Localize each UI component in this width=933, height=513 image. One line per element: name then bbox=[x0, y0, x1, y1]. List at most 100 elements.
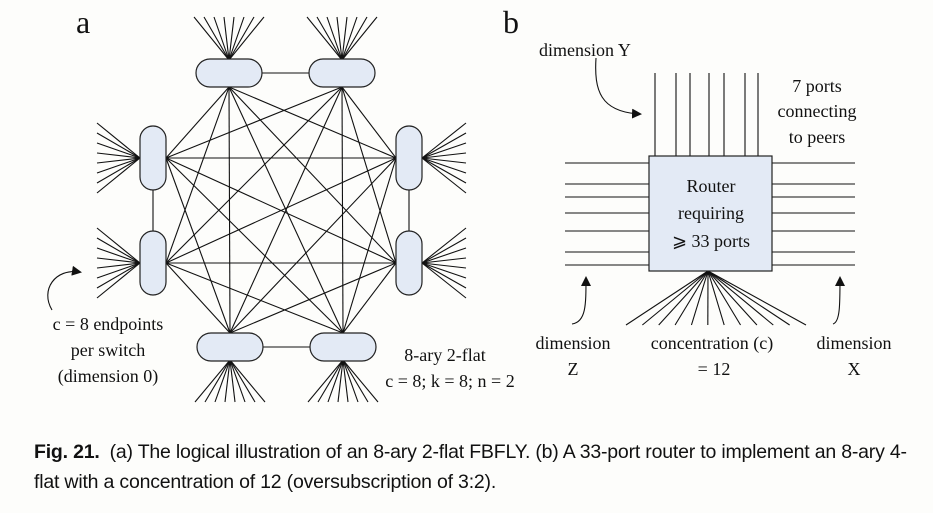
endpoint-link bbox=[316, 16, 343, 61]
endpoint-link bbox=[229, 359, 256, 403]
switch-link bbox=[165, 157, 344, 334]
endpoint-link bbox=[213, 16, 230, 61]
switch-link bbox=[165, 157, 231, 334]
concentration-label-line-1: concentration (c) bbox=[651, 333, 773, 354]
endpoint-link bbox=[96, 237, 141, 264]
network-label-line-2: c = 8; k = 8; n = 2 bbox=[385, 371, 514, 391]
switch-link bbox=[229, 262, 397, 334]
endpoint-link bbox=[223, 16, 230, 61]
endpoint-link bbox=[96, 262, 141, 289]
endpoint-link bbox=[193, 16, 230, 61]
endpoint-fans bbox=[96, 16, 467, 403]
switch-node bbox=[139, 125, 167, 191]
switch-node bbox=[395, 125, 423, 191]
switch-node bbox=[395, 230, 423, 296]
endpoints-label-line-3: (dimension 0) bbox=[58, 366, 159, 387]
endpoint-link bbox=[96, 122, 141, 159]
endpoint-link bbox=[421, 262, 467, 299]
switch-node bbox=[196, 332, 264, 362]
endpoint-link bbox=[96, 157, 141, 194]
switch-node bbox=[308, 58, 376, 88]
concentration-port bbox=[707, 270, 790, 326]
endpoint-link bbox=[341, 16, 368, 61]
peers-label-line-1: 7 ports bbox=[792, 76, 842, 96]
router-box bbox=[648, 155, 773, 272]
endpoint-link bbox=[421, 262, 467, 269]
endpoint-link bbox=[421, 152, 467, 159]
endpoint-link bbox=[421, 157, 467, 184]
endpoint-link bbox=[96, 157, 141, 184]
router-text-line-1: Router bbox=[687, 176, 736, 196]
endpoint-link bbox=[421, 262, 467, 289]
switch-link bbox=[165, 86, 230, 159]
endpoints-label-line-1: c = 8 endpoints bbox=[53, 314, 164, 334]
panel-b-label: b bbox=[503, 4, 519, 40]
endpoint-link bbox=[228, 16, 255, 61]
endpoint-link bbox=[204, 359, 231, 403]
switch-link bbox=[341, 86, 397, 159]
router-text-line-2: requiring bbox=[678, 203, 744, 223]
endpoint-link bbox=[96, 257, 141, 264]
endpoint-link bbox=[96, 142, 141, 159]
switch-link bbox=[165, 262, 231, 334]
endpoint-link bbox=[228, 16, 245, 61]
endpoints-label-line-2: per switch bbox=[71, 340, 145, 360]
panel-a-label: a bbox=[76, 4, 90, 40]
concentration-port bbox=[707, 270, 742, 326]
endpoint-link bbox=[421, 132, 467, 159]
dimension-z-label-line-1: dimension bbox=[536, 333, 611, 353]
figure-caption: Fig. 21.(a) The logical illustration of … bbox=[34, 437, 924, 497]
endpoint-link bbox=[421, 157, 467, 194]
endpoint-link bbox=[421, 237, 467, 264]
concentration-port bbox=[658, 270, 709, 326]
dimension-y-label: dimension Y bbox=[539, 40, 631, 60]
switch-link bbox=[342, 262, 397, 334]
endpoint-link bbox=[421, 157, 467, 174]
endpoint-link bbox=[229, 359, 246, 403]
switch-link bbox=[165, 86, 343, 159]
switch-link bbox=[165, 86, 230, 264]
switch-link bbox=[165, 86, 343, 264]
panel-b: b Router requiring ⩾ 33 ports dimension … bbox=[503, 4, 892, 379]
endpoint-link bbox=[342, 359, 359, 403]
switch-mesh-links bbox=[152, 72, 410, 348]
dimension-x-label-line-1: dimension bbox=[817, 333, 892, 353]
endpoint-link bbox=[224, 359, 231, 403]
endpoint-link bbox=[421, 142, 467, 159]
endpoint-link bbox=[96, 262, 141, 299]
endpoint-link bbox=[341, 16, 378, 61]
network-label-line-1: 8-ary 2-flat bbox=[404, 345, 485, 365]
endpoint-link bbox=[342, 359, 349, 403]
switch-link bbox=[341, 86, 397, 264]
endpoint-link bbox=[342, 359, 379, 403]
endpoint-link bbox=[421, 227, 467, 264]
endpoint-link bbox=[229, 359, 236, 403]
endpoints-arrow bbox=[47, 265, 82, 311]
endpoint-link bbox=[194, 359, 231, 403]
concentration-port bbox=[690, 270, 709, 326]
caption-text: (a) The logical illustration of an 8-ary… bbox=[34, 441, 907, 493]
switch-link bbox=[229, 157, 397, 334]
endpoint-link bbox=[327, 359, 344, 403]
endpoint-link bbox=[317, 359, 344, 403]
endpoint-link bbox=[96, 152, 141, 159]
dimension-x-label-line-2: X bbox=[848, 359, 861, 379]
endpoint-link bbox=[96, 157, 141, 164]
concentration-port bbox=[707, 270, 758, 326]
concentration-port bbox=[707, 270, 725, 326]
switch-link bbox=[342, 157, 397, 334]
concentration-label-line-2: = 12 bbox=[698, 359, 731, 379]
endpoint-link bbox=[214, 359, 231, 403]
endpoint-link bbox=[341, 16, 348, 61]
concentration-port bbox=[642, 270, 709, 326]
switch-link bbox=[228, 86, 397, 264]
endpoint-link bbox=[421, 122, 467, 159]
dimension-y-arrow bbox=[595, 57, 642, 119]
dimension-z-label-line-2: Z bbox=[568, 359, 579, 379]
endpoint-link bbox=[307, 359, 344, 403]
endpoint-link bbox=[337, 359, 344, 403]
endpoint-link bbox=[306, 16, 343, 61]
endpoint-link bbox=[228, 16, 235, 61]
endpoint-link bbox=[96, 247, 141, 264]
switch-node bbox=[195, 58, 263, 88]
